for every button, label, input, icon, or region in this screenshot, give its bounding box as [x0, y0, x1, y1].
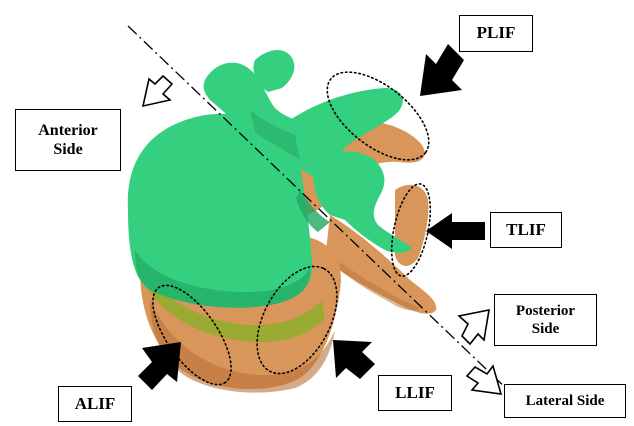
tlif-label-text: TLIF [506, 220, 546, 240]
posterior-label-line1: Posterior [516, 302, 575, 320]
plif-arrow-icon [420, 44, 464, 96]
lateral-side-label: Lateral Side [504, 384, 626, 418]
anterior-side-label: Anterior Side [15, 109, 121, 171]
alif-label-text: ALIF [75, 394, 116, 414]
llif-label: LLIF [378, 375, 452, 411]
llif-label-text: LLIF [395, 383, 435, 403]
anterior-arrow-icon [143, 76, 172, 106]
plif-label: PLIF [459, 15, 533, 52]
posterior-side-label: Posterior Side [494, 294, 597, 346]
tlif-arrow-icon [426, 213, 485, 249]
plif-label-text: PLIF [477, 23, 516, 43]
llif-arrow-icon [333, 340, 375, 379]
lateral-label-text: Lateral Side [526, 392, 605, 410]
alif-arrow-icon [138, 342, 181, 390]
alif-label: ALIF [58, 386, 132, 422]
anterior-label-line2: Side [53, 140, 82, 159]
lateral-arrow-icon [467, 366, 501, 394]
anterior-label-line1: Anterior [38, 121, 98, 140]
posterior-arrow-icon [459, 310, 489, 344]
posterior-label-line2: Side [532, 320, 560, 338]
orange-right-process [395, 185, 428, 266]
tlif-label: TLIF [490, 212, 562, 248]
